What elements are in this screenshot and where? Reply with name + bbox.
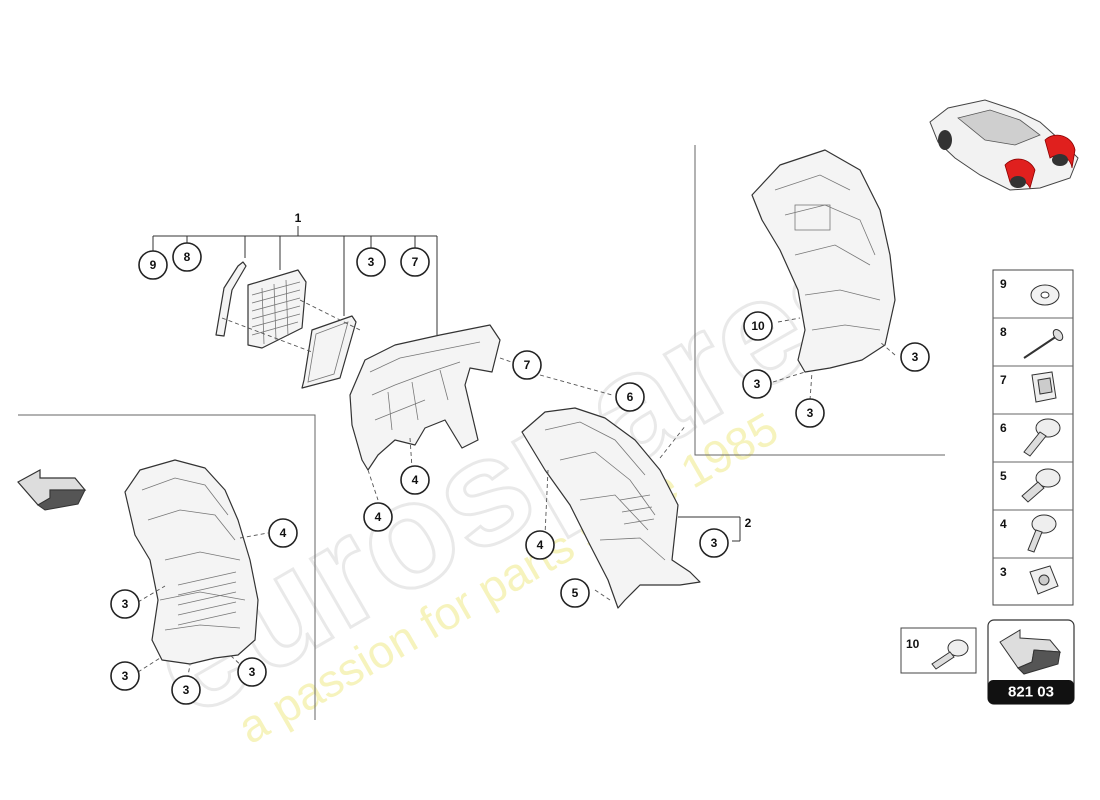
svg-text:5: 5 bbox=[1000, 469, 1007, 483]
svg-text:7: 7 bbox=[524, 358, 531, 372]
svg-text:4: 4 bbox=[375, 510, 382, 524]
upper-right-wheelarch-liner bbox=[751, 149, 896, 373]
svg-text:3: 3 bbox=[122, 669, 129, 683]
callout-right-3[interactable]: 3 bbox=[699, 528, 729, 558]
callout-upper-10[interactable]: 10 bbox=[743, 311, 773, 341]
svg-text:4: 4 bbox=[280, 526, 287, 540]
svg-text:4: 4 bbox=[412, 473, 419, 487]
left-wheelarch-liner bbox=[124, 459, 259, 665]
rivet-icon bbox=[1023, 329, 1064, 359]
svg-text:4: 4 bbox=[537, 538, 544, 552]
svg-text:6: 6 bbox=[1000, 421, 1007, 435]
page-code-box: 821 03 bbox=[987, 619, 1075, 705]
right-wheelarch-liner bbox=[521, 407, 701, 609]
legend-row-10[interactable]: 10 bbox=[900, 627, 977, 674]
flange-screw-icon bbox=[1027, 514, 1057, 553]
fastener-legend: 9 8 7 6 bbox=[992, 269, 1074, 606]
svg-text:3: 3 bbox=[183, 683, 190, 697]
callout-mid-4b[interactable]: 4 bbox=[363, 502, 393, 532]
svg-text:3: 3 bbox=[912, 350, 919, 364]
callout-upper-3a[interactable]: 3 bbox=[742, 369, 772, 399]
svg-text:3: 3 bbox=[754, 377, 761, 391]
legend-row-8[interactable]: 8 bbox=[1000, 325, 1065, 359]
assembly-2-bracket: 2 bbox=[678, 516, 752, 542]
svg-text:10: 10 bbox=[906, 637, 920, 651]
svg-text:7: 7 bbox=[412, 255, 419, 269]
svg-text:3: 3 bbox=[249, 665, 256, 679]
callout-left-3a[interactable]: 3 bbox=[110, 589, 140, 619]
page-code: 821 03 bbox=[1008, 684, 1054, 701]
middle-wheelarch-liner bbox=[349, 324, 501, 471]
callout-upper-3b[interactable]: 3 bbox=[795, 398, 825, 428]
svg-text:5: 5 bbox=[572, 586, 579, 600]
callout-top-8[interactable]: 8 bbox=[172, 242, 202, 272]
callout-mid-6[interactable]: 6 bbox=[615, 382, 645, 412]
legend-row-6[interactable]: 6 bbox=[1000, 418, 1061, 457]
legend-row-4[interactable]: 4 bbox=[1000, 514, 1057, 553]
svg-text:8: 8 bbox=[184, 250, 191, 264]
direction-arrow-icon bbox=[17, 468, 87, 511]
svg-text:8: 8 bbox=[1000, 325, 1007, 339]
svg-text:3: 3 bbox=[122, 597, 129, 611]
callout-left-3c[interactable]: 3 bbox=[171, 675, 201, 705]
svg-text:3: 3 bbox=[711, 536, 718, 550]
legend-row-7[interactable]: 7 bbox=[1000, 371, 1057, 403]
direction-arrow-icon bbox=[999, 629, 1062, 675]
grille-part bbox=[247, 269, 307, 349]
clip-nut-icon bbox=[1031, 371, 1057, 403]
flange-bolt-icon bbox=[1021, 468, 1061, 503]
svg-text:10: 10 bbox=[751, 319, 765, 333]
svg-text:3: 3 bbox=[1000, 565, 1007, 579]
callout-left-4[interactable]: 4 bbox=[268, 518, 298, 548]
assembly-1-bracket: 1 bbox=[152, 211, 438, 335]
flange-screw-icon bbox=[1023, 418, 1061, 457]
callout-top-7[interactable]: 7 bbox=[400, 247, 430, 277]
legend-row-3[interactable]: 3 bbox=[1000, 565, 1059, 595]
svg-text:9: 9 bbox=[150, 258, 157, 272]
svg-text:9: 9 bbox=[1000, 277, 1007, 291]
callout-right-4[interactable]: 4 bbox=[525, 530, 555, 560]
svg-text:6: 6 bbox=[627, 390, 634, 404]
torx-screw-icon bbox=[931, 639, 969, 670]
svg-text:3: 3 bbox=[807, 406, 814, 420]
assembly-2-label: 2 bbox=[745, 516, 752, 530]
svg-text:7: 7 bbox=[1000, 373, 1007, 387]
svg-text:3: 3 bbox=[368, 255, 375, 269]
callout-mid-7[interactable]: 7 bbox=[512, 350, 542, 380]
callout-left-3b[interactable]: 3 bbox=[110, 661, 140, 691]
spring-nut-icon bbox=[1029, 565, 1059, 595]
legend-row-5[interactable]: 5 bbox=[1000, 468, 1061, 503]
callout-top-9[interactable]: 9 bbox=[138, 250, 168, 280]
callout-mid-4a[interactable]: 4 bbox=[400, 465, 430, 495]
callout-top-3[interactable]: 3 bbox=[356, 247, 386, 277]
callout-right-5[interactable]: 5 bbox=[560, 578, 590, 608]
legend-row-9[interactable]: 9 bbox=[1000, 277, 1060, 306]
washer-icon bbox=[1030, 284, 1060, 306]
frame-lines bbox=[18, 145, 945, 720]
callout-upper-3c[interactable]: 3 bbox=[900, 342, 930, 372]
car-thumbnail-icon bbox=[929, 99, 1079, 191]
rubber-strip-part bbox=[215, 261, 247, 337]
assembly-1-label: 1 bbox=[295, 211, 302, 225]
callout-left-3d[interactable]: 3 bbox=[237, 657, 267, 687]
svg-text:4: 4 bbox=[1000, 517, 1007, 531]
seal-frame-part bbox=[301, 315, 357, 389]
